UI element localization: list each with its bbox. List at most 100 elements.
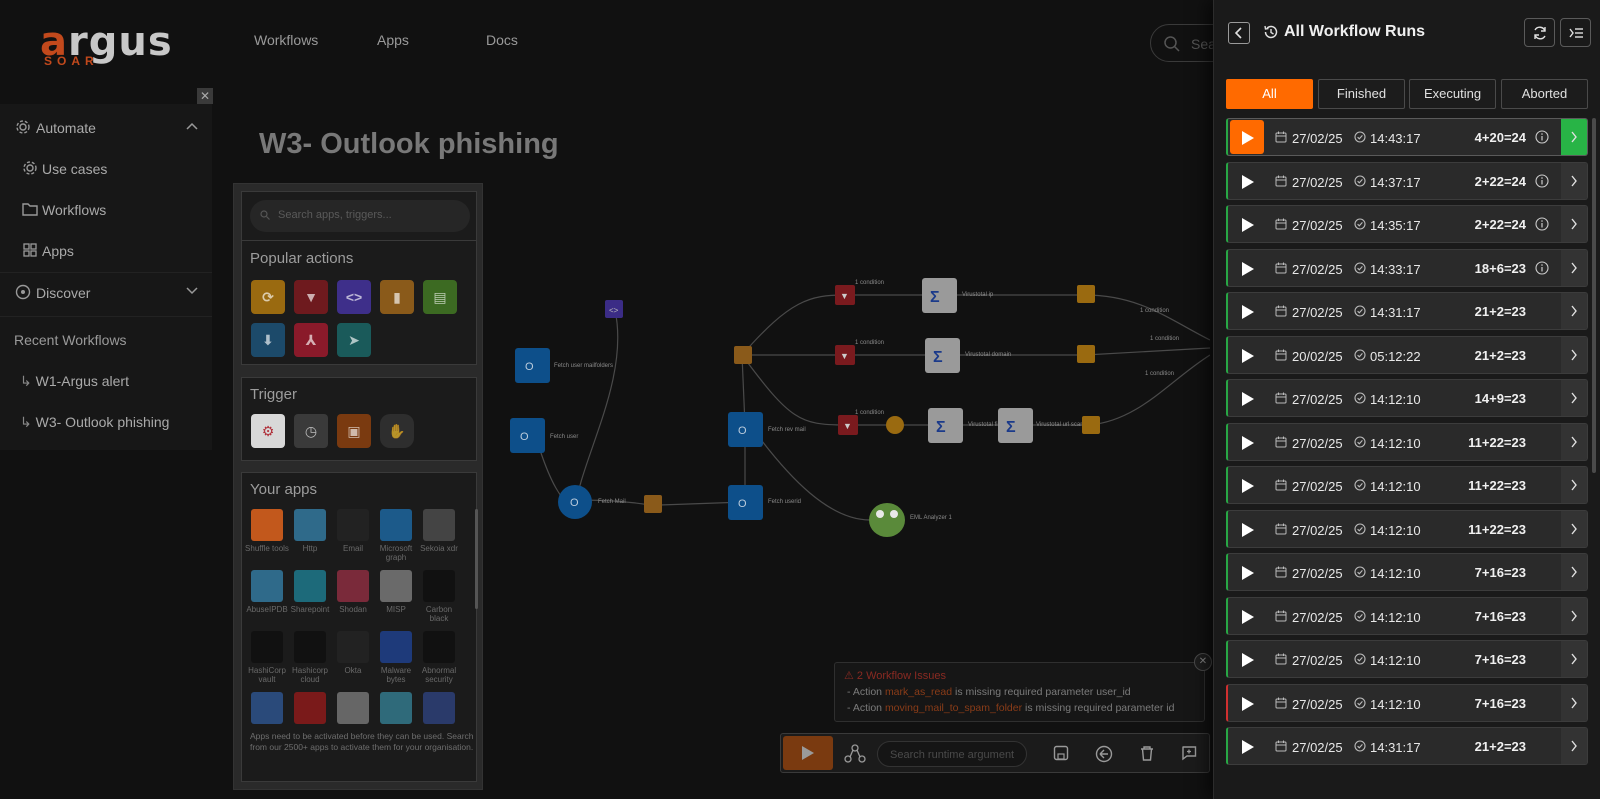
merge-action-tile[interactable]: ⅄ — [294, 323, 328, 357]
open-run-button[interactable] — [1561, 336, 1587, 373]
workflow-canvas[interactable]: 1 condition 1 condition 1 condition 1 co… — [490, 180, 1210, 740]
issues-close-button[interactable]: ✕ — [1194, 653, 1212, 671]
filter-node[interactable]: ▼ — [835, 345, 855, 365]
app-tile[interactable] — [337, 570, 369, 602]
rerun-button[interactable] — [1230, 163, 1264, 198]
nav-apps[interactable]: Apps — [377, 32, 409, 48]
rerun-button[interactable] — [1230, 685, 1264, 720]
argus-soar-logo[interactable]: argus SOAR — [40, 19, 173, 68]
open-run-button[interactable] — [1561, 206, 1587, 242]
collapse-panel-button[interactable] — [1560, 18, 1591, 47]
tab-aborted[interactable]: Aborted — [1501, 79, 1588, 109]
nav-docs[interactable]: Docs — [486, 32, 518, 48]
user-input-trigger-tile[interactable]: ✋ — [380, 414, 414, 448]
undo-icon[interactable] — [1095, 745, 1113, 763]
sidebar-item-apps[interactable]: Apps — [0, 237, 212, 265]
app-tile[interactable] — [294, 692, 326, 724]
database-action-tile[interactable]: ▤ — [423, 280, 457, 314]
open-run-button[interactable] — [1561, 554, 1587, 590]
open-run-button[interactable] — [1561, 641, 1587, 677]
sidebar-discover[interactable]: Discover — [0, 279, 212, 307]
app-tile[interactable] — [380, 570, 412, 602]
outlook-node-mailfolders[interactable]: O — [515, 348, 550, 383]
rerun-button[interactable] — [1230, 642, 1264, 676]
schedule-trigger-tile[interactable]: ◷ — [294, 414, 328, 448]
filter-node[interactable]: ▼ — [838, 415, 858, 435]
webhook-trigger-tile[interactable]: ⚙ — [251, 414, 285, 448]
app-tile[interactable] — [337, 692, 369, 724]
rerun-button[interactable] — [1230, 598, 1264, 633]
sidebar-item-use-cases[interactable]: Use cases — [0, 155, 212, 183]
subflow-trigger-tile[interactable]: ▣ — [337, 414, 371, 448]
filter-action-tile[interactable]: ▼ — [294, 280, 328, 314]
app-tile[interactable] — [380, 631, 412, 663]
open-run-button[interactable] — [1561, 423, 1587, 460]
info-icon[interactable] — [1535, 130, 1549, 144]
outlook-node-fetch-userid[interactable]: O — [728, 485, 763, 520]
app-tile[interactable] — [251, 631, 283, 663]
sidebar-close-button[interactable]: ✕ — [197, 88, 213, 104]
app-tile[interactable] — [251, 692, 283, 724]
open-run-button[interactable] — [1561, 119, 1587, 155]
app-tile[interactable] — [423, 631, 455, 663]
open-run-button[interactable] — [1561, 162, 1587, 199]
tab-executing[interactable]: Executing — [1409, 79, 1496, 109]
rerun-button[interactable] — [1230, 207, 1264, 241]
trash-icon[interactable] — [1139, 745, 1155, 761]
app-tile[interactable] — [294, 509, 326, 541]
tab-finished[interactable]: Finished — [1318, 79, 1405, 109]
book-action-tile[interactable]: ▮ — [380, 280, 414, 314]
repeat-node[interactable] — [1082, 416, 1100, 434]
app-tile[interactable] — [294, 631, 326, 663]
app-tile[interactable] — [423, 509, 455, 541]
rerun-button[interactable] — [1230, 120, 1264, 154]
app-tile[interactable] — [251, 509, 283, 541]
open-run-button[interactable] — [1561, 249, 1587, 286]
open-run-button[interactable] — [1561, 510, 1587, 547]
virustotal-node-url[interactable]: Σ — [998, 408, 1033, 443]
workflow-graph-icon[interactable] — [843, 742, 867, 764]
app-tile[interactable] — [294, 570, 326, 602]
open-run-button[interactable] — [1561, 380, 1587, 416]
repeat-action-tile[interactable]: ⟳ — [251, 280, 285, 314]
rerun-button[interactable] — [1230, 294, 1264, 328]
rerun-button[interactable] — [1230, 729, 1264, 763]
outlook-node-fetch-mail[interactable]: O — [558, 485, 592, 519]
rerun-button[interactable] — [1230, 468, 1264, 502]
rerun-button[interactable] — [1230, 555, 1264, 589]
app-tile[interactable] — [423, 570, 455, 602]
rerun-button[interactable] — [1230, 381, 1264, 415]
comment-add-icon[interactable] — [1181, 745, 1197, 761]
refresh-button[interactable] — [1524, 18, 1555, 47]
run-workflow-button[interactable] — [783, 736, 833, 770]
tool-node[interactable] — [886, 416, 904, 434]
app-tile[interactable] — [380, 509, 412, 541]
filter-node[interactable]: ▼ — [835, 285, 855, 305]
download-action-tile[interactable]: ⬇ — [251, 323, 285, 357]
repeat-node[interactable] — [1077, 285, 1095, 303]
code-action-tile[interactable]: <> — [337, 280, 371, 314]
outlook-node-fetch-rev-mail[interactable]: O — [728, 412, 763, 447]
recent-workflow-item[interactable]: ↳ W3- Outlook phishing — [20, 414, 169, 431]
virustotal-node-ip[interactable]: Σ — [922, 278, 957, 313]
info-icon[interactable] — [1535, 173, 1549, 188]
open-run-button[interactable] — [1561, 728, 1587, 764]
info-icon[interactable] — [1535, 217, 1549, 231]
rerun-button[interactable] — [1230, 337, 1264, 372]
rerun-button[interactable] — [1230, 511, 1264, 546]
runtime-argument-input[interactable]: Search runtime argument — [877, 741, 1027, 767]
sidebar-item-workflows[interactable]: Workflows — [0, 196, 212, 224]
issue-action-name[interactable]: moving_mail_to_spam_folder — [884, 702, 1023, 714]
app-tile[interactable] — [251, 570, 283, 602]
recent-workflow-item[interactable]: ↳ W1-Argus alert — [20, 373, 129, 390]
